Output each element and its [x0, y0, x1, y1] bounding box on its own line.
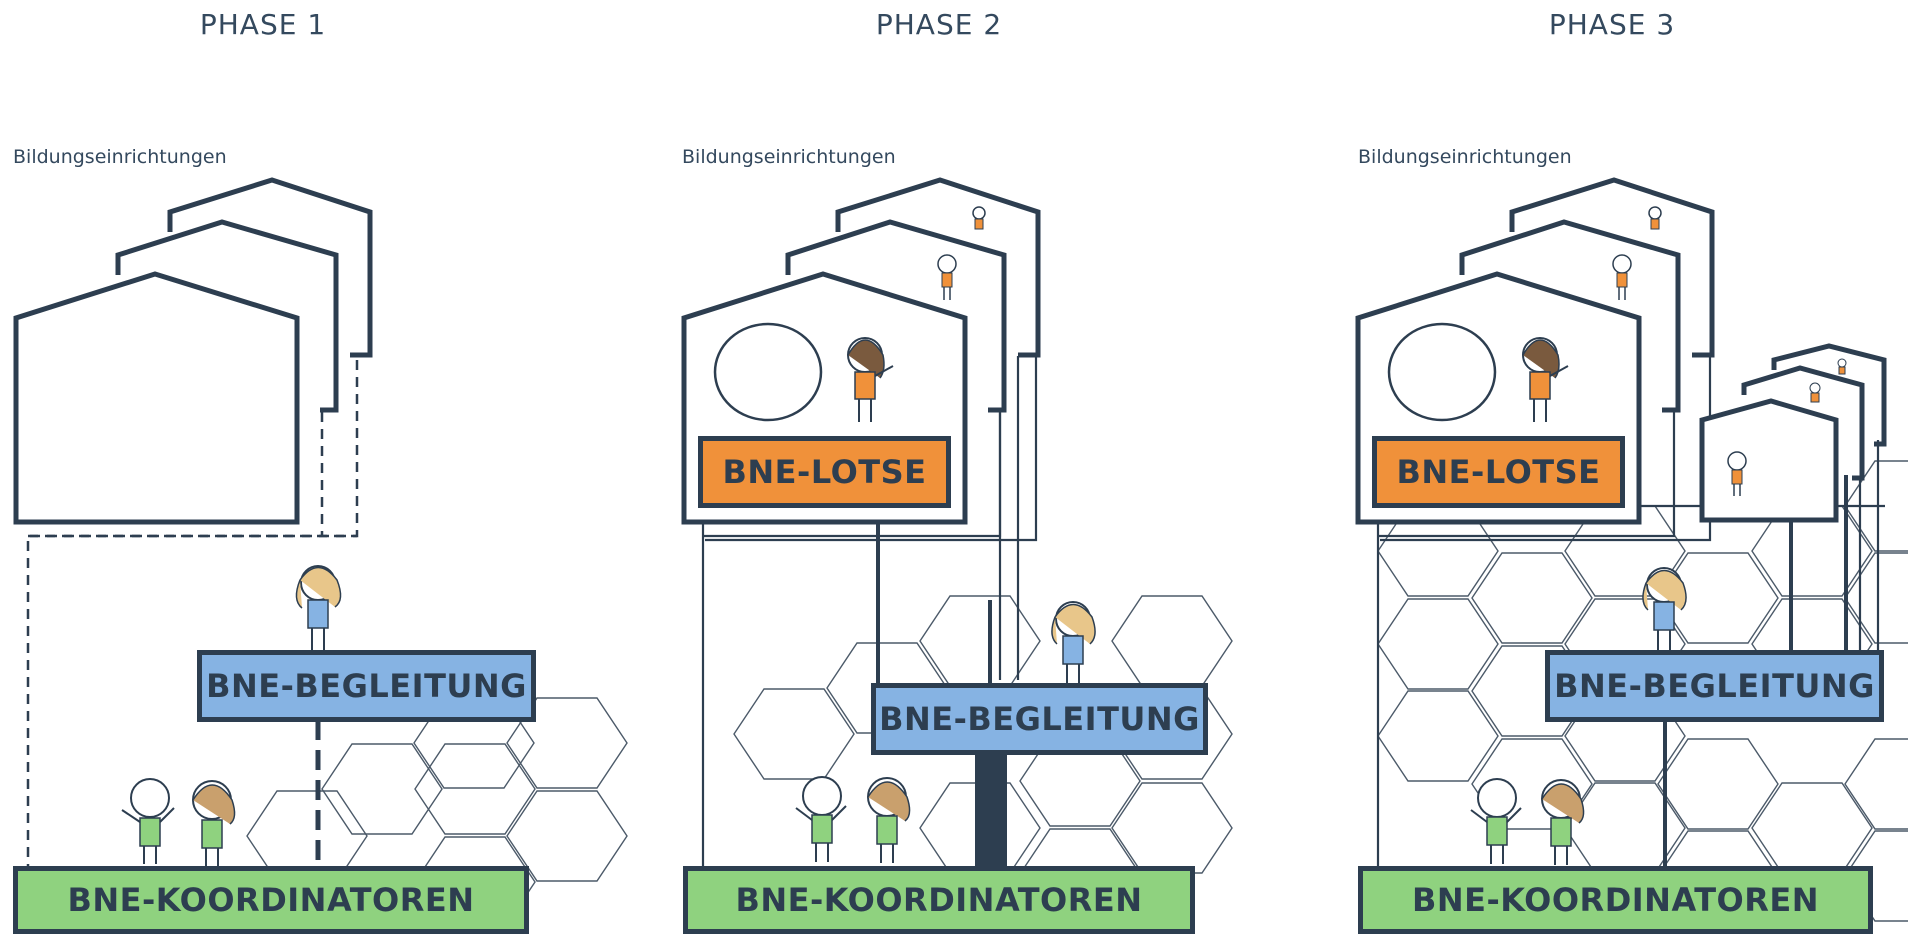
figure-koordinator-1 [1470, 778, 1522, 864]
phase-3-drawing [1355, 177, 1908, 922]
figure-lotse [847, 337, 894, 422]
figure-small-1 [972, 206, 986, 230]
phase-2-drawing [681, 177, 1233, 920]
phase-3-title: PHASE 3 [1548, 8, 1676, 41]
figure-koordinator-2 [192, 780, 236, 866]
phase-2-begleitung-box: BNE-BEGLEITUNG [871, 683, 1208, 755]
figure-small-2 [1612, 254, 1632, 300]
phase-3-begleitung-box: BNE-BEGLEITUNG [1545, 650, 1884, 722]
figure-begleitung [1051, 601, 1096, 684]
phase-3-koordinatoren-box: BNE-KOORDINATOREN [1358, 866, 1873, 934]
figure-small-3 [1837, 358, 1847, 375]
small-house-outline [1699, 343, 1887, 523]
phase-2-koordinatoren-box: BNE-KOORDINATOREN [683, 866, 1195, 934]
phase-1-koordinatoren-box: BNE-KOORDINATOREN [13, 866, 529, 934]
figure-koordinator-1 [121, 778, 175, 864]
figure-small-4 [1809, 382, 1821, 403]
dashed-connectors [26, 360, 359, 866]
phase-1-sublabel: Bildungseinrichtungen [13, 146, 227, 168]
phase-2-lotse-box: BNE-LOTSE [698, 436, 951, 508]
figure-begleitung [1642, 567, 1687, 650]
figure-lotse [1522, 337, 1569, 422]
figure-koordinator-2 [1541, 779, 1585, 865]
figure-koordinator-1 [795, 776, 847, 862]
figure-small-1 [1648, 206, 1662, 230]
empty-circle [713, 322, 823, 422]
figure-koordinator-2 [867, 777, 911, 863]
bold-pillar [975, 752, 1007, 866]
figure-begleitung [295, 565, 342, 650]
figure-small-5 [1727, 451, 1747, 496]
phase-1-begleitung-box: BNE-BEGLEITUNG [197, 650, 536, 722]
house-outline [13, 177, 373, 525]
phase-2-sublabel: Bildungseinrichtungen [682, 146, 896, 168]
phase-3-lotse-box: BNE-LOTSE [1372, 436, 1625, 508]
empty-circle [1387, 322, 1497, 422]
phase-1-drawing [13, 177, 628, 928]
phase-3-sublabel: Bildungseinrichtungen [1358, 146, 1572, 168]
figure-small-2 [937, 254, 957, 300]
phase-2-title: PHASE 2 [875, 8, 1003, 41]
phase-1-title: PHASE 1 [199, 8, 327, 41]
connector-lines [701, 356, 1038, 866]
